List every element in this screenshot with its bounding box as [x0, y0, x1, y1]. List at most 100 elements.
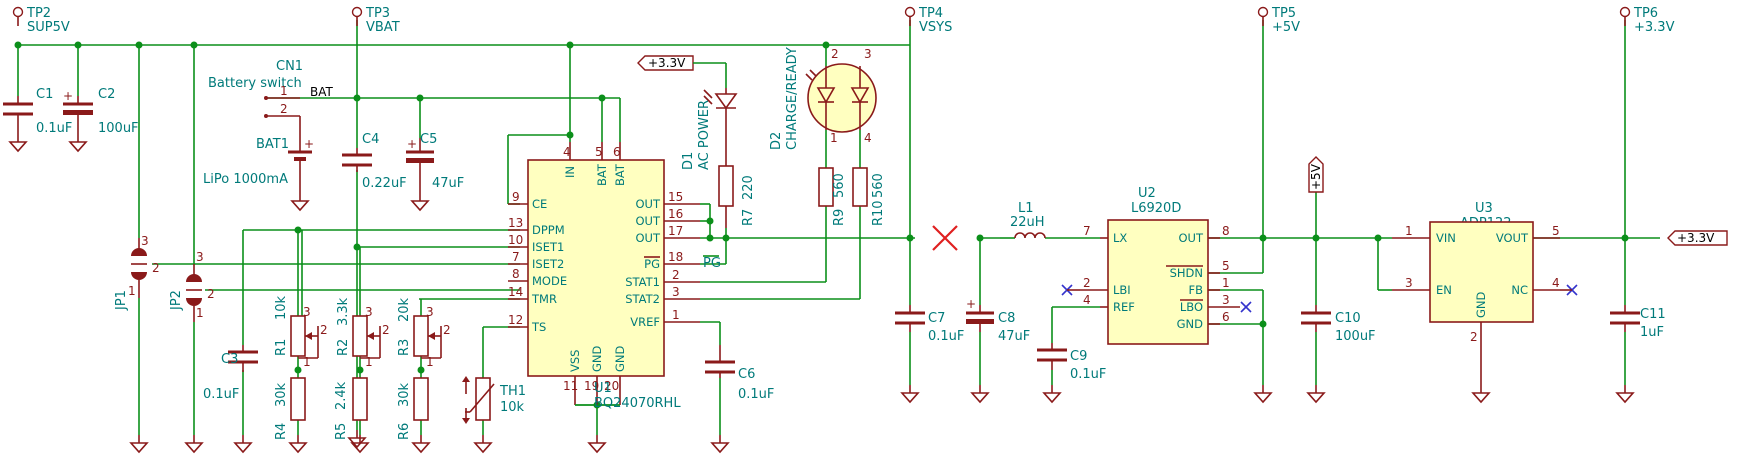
pin-number: 14 [508, 285, 523, 299]
net-label-bat: BAT [310, 85, 334, 99]
pin-number: 18 [668, 250, 683, 264]
pin-name: GND [613, 345, 627, 372]
ic-u2: U2 L6920D 7 2 4 LX LBI REF 8 5 1 3 6 [1061, 186, 1272, 403]
pin-number: 20 [604, 379, 619, 393]
power-flag-3v3-top: +3.3V [637, 55, 726, 71]
net-label-pg: PG [703, 256, 721, 271]
component-ref: D1 [681, 152, 696, 170]
pin-number: 16 [668, 207, 683, 221]
pin-number: 3 [303, 305, 311, 319]
pin-name: VREF [630, 315, 660, 329]
pin-name: OUT [636, 231, 661, 245]
testpoint-ref: TP6 [1633, 6, 1658, 21]
resistor-r4: R4 30k [274, 377, 307, 453]
component-value: 1uF [1640, 325, 1664, 340]
pin-name: STAT2 [625, 292, 660, 306]
pin-number: 15 [668, 190, 683, 204]
resistor-r9: R9 560 [818, 167, 847, 226]
led-d1: D1 AC POWER [681, 88, 738, 170]
pin-number: 5 [1552, 224, 1560, 238]
component-ref: R9 [832, 209, 847, 226]
resistor-r6: R6 30k [397, 377, 430, 453]
pin-number: 3 [672, 285, 680, 299]
no-connect-marker [1240, 301, 1252, 313]
component-value: 0.1uF [36, 121, 72, 136]
pin-number: 1 [426, 355, 434, 369]
jumper-jp1: 3 2 1 JP1 [114, 234, 160, 311]
pin-number: 4 [864, 131, 872, 145]
capacitor-c1: C1 0.1uF [3, 87, 72, 152]
pin-number: 2 [672, 268, 680, 282]
component-value: 10k [500, 400, 525, 415]
pin-number: 10 [508, 233, 523, 247]
component-value: 100uF [1335, 329, 1376, 344]
pin-name: CE [532, 197, 547, 211]
svg-text:+: + [63, 89, 73, 103]
pin-number: 11 [563, 379, 578, 393]
component-value: 2.4k [334, 381, 349, 410]
pin-number: 3 [1405, 276, 1413, 290]
pin-number: 1 [1405, 224, 1413, 238]
component-ref: U2 [1138, 186, 1156, 201]
ground-misc [348, 429, 366, 448]
power-flag-5v: +5V [1308, 156, 1324, 193]
pin-name: VSS [568, 350, 582, 372]
pin-name: REF [1113, 300, 1135, 314]
component-value: 0.1uF [203, 387, 239, 402]
no-connect-marker [1560, 284, 1578, 296]
pin-number: 5 [595, 145, 603, 159]
svg-text:+: + [966, 297, 976, 311]
pin-number: 2 [280, 102, 288, 116]
power-flag-label: +5V [1309, 163, 1323, 190]
resistor-r10: R10 560 [852, 167, 886, 226]
component-ref: D2 [769, 132, 784, 150]
component-value: BQ24070RHL [594, 396, 681, 411]
potentiometer-r1: 2 3 1 R1 10k [274, 295, 328, 369]
capacitor-c10: C10 100uF [1301, 305, 1376, 403]
component-value: 47uF [432, 176, 464, 191]
component-ref: R4 [274, 423, 289, 440]
testpoint-tp6: TP6 +3.3V [1619, 6, 1675, 35]
component-value: 0.1uF [928, 329, 964, 344]
component-ref: C10 [1335, 311, 1361, 326]
pin-name: GND [1474, 291, 1488, 318]
component-value: 0.1uF [1070, 367, 1106, 382]
capacitor-c9: C9 0.1uF [1037, 343, 1106, 403]
component-ref: C4 [362, 132, 379, 147]
resistor-r7: R7 220 [718, 165, 756, 228]
pin-name: TS [531, 320, 546, 334]
component-ref: JP2 [169, 290, 184, 311]
pin-number: 3 [864, 47, 872, 61]
component-ref: C5 [420, 132, 437, 147]
testpoint-ref: TP3 [365, 6, 390, 21]
capacitor-c8: + C8 47uF [966, 297, 1030, 403]
component-value: L6920D [1131, 201, 1181, 216]
pin-number: 8 [512, 267, 520, 281]
pin-number: 4 [563, 145, 571, 159]
pin-name: NC [1511, 283, 1528, 297]
component-ref: C6 [738, 367, 755, 382]
component-ref: CN1 [276, 59, 303, 74]
component-value: 30k [397, 382, 412, 407]
pin-number: 2 [443, 323, 451, 337]
testpoint-tp3: TP3 VBAT [351, 6, 400, 35]
pin-number: 2 [152, 261, 160, 275]
thermistor-th1: TH1 10k [462, 376, 526, 453]
component-ref: U3 [1475, 201, 1493, 216]
component-value: LiPo 1000mA [203, 172, 288, 187]
pin-number: 3 [141, 234, 149, 248]
component-ref: R7 [741, 209, 756, 226]
capacitor-c3: C3 0.1uF [203, 345, 258, 402]
component-value: 0.22uF [362, 176, 407, 191]
pin-name: OUT [636, 214, 661, 228]
jumper-jp2: 3 2 1 JP2 [169, 250, 215, 322]
component-value: 100uF [98, 121, 139, 136]
component-value: 10k [274, 295, 289, 320]
testpoint-ref: TP4 [918, 6, 943, 21]
connector-cn1: CN1 Battery switch 1 2 BAT [208, 59, 334, 140]
pin-number: 2 [382, 323, 390, 337]
testpoint-net: VBAT [366, 20, 400, 35]
pin-number: 6 [613, 145, 621, 159]
pin-name: STAT1 [625, 275, 660, 289]
pin-number: 2 [831, 47, 839, 61]
